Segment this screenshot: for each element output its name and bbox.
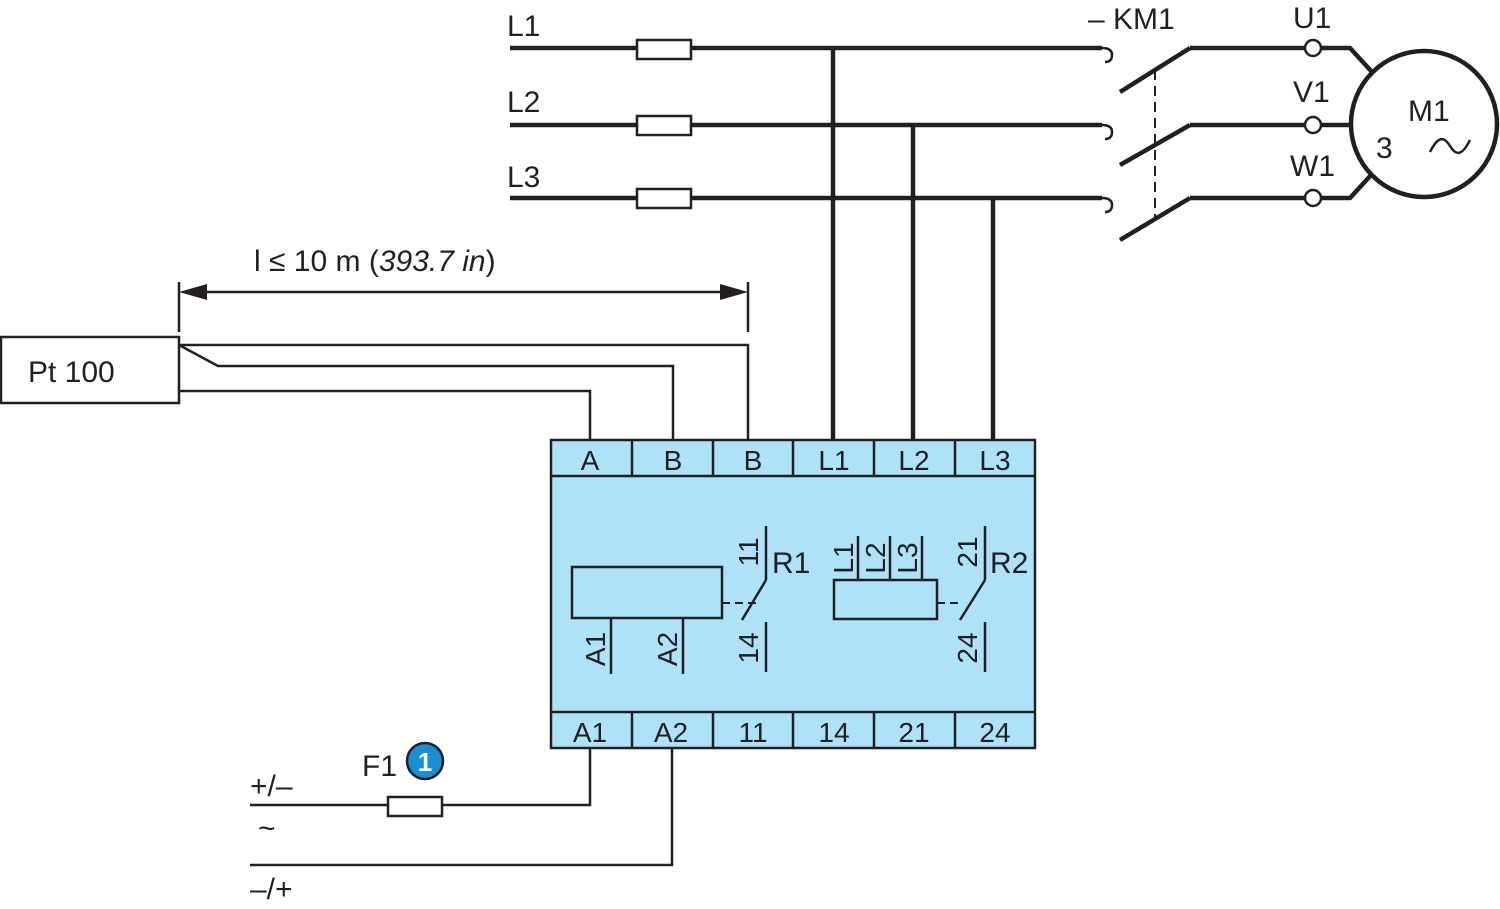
terminal-14: 14	[818, 717, 849, 748]
fuse-f1	[386, 795, 444, 818]
phase-label-l1: L1	[507, 10, 540, 43]
terminal-a: A	[581, 445, 600, 476]
terminal-w1	[1303, 188, 1323, 208]
fuse-l2	[635, 114, 693, 137]
motor-terminal-label-u1: U1	[1293, 2, 1331, 35]
motor-phase-count: 3	[1376, 132, 1393, 165]
supply-lines	[510, 45, 1102, 201]
cable-length-label: l ≤ 10 m (393.7 in)	[254, 245, 496, 278]
relay1-label: R1	[772, 547, 810, 580]
motor-terminal-label-w1: W1	[1290, 150, 1335, 183]
r2-input-l3: L3	[892, 542, 923, 573]
relay2-label: R2	[990, 547, 1028, 580]
relay2-coil	[832, 536, 939, 621]
motor-terminals	[1303, 38, 1374, 208]
ac-symbol: ~	[258, 812, 276, 845]
r1-contact-14: 14	[733, 632, 764, 663]
contactor-km1	[1101, 45, 1304, 242]
ac-wave-icon	[1428, 138, 1472, 154]
phase-label-l2: L2	[507, 86, 540, 119]
terminal-l1: L1	[818, 445, 849, 476]
pt100-label: Pt 100	[28, 356, 115, 389]
r2-contact-24: 24	[952, 632, 983, 663]
phase-taps	[830, 48, 996, 440]
fuse-l1	[635, 38, 693, 61]
fuse-f1-label: F1	[362, 750, 397, 783]
r2-contact-21: 21	[952, 536, 983, 567]
terminal-24: 24	[979, 717, 1010, 748]
polarity-top: +/–	[250, 770, 293, 803]
control-supply-wiring	[250, 748, 674, 867]
terminal-b2: B	[744, 445, 763, 476]
motor-label: M1	[1408, 95, 1450, 128]
relay1-contact	[722, 526, 768, 672]
motor-m1	[1348, 48, 1500, 200]
terminal-u1	[1303, 38, 1323, 58]
terminal-b1: B	[664, 445, 683, 476]
length-dimension	[177, 282, 750, 332]
motor-terminal-label-v1: V1	[1293, 76, 1330, 109]
coil-terminal-a1: A1	[580, 632, 611, 666]
polarity-bottom: –/+	[250, 873, 293, 906]
terminal-21: 21	[898, 717, 929, 748]
terminal-l3: L3	[979, 445, 1010, 476]
contactor-label: – KM1	[1088, 3, 1175, 36]
terminal-a1: A1	[573, 717, 607, 748]
note-marker	[405, 741, 445, 781]
terminal-v1	[1303, 115, 1323, 135]
sensor-leads	[178, 343, 750, 440]
note-marker-number: 1	[418, 747, 432, 777]
fuse-l3	[635, 187, 693, 210]
r2-input-l1: L1	[828, 542, 859, 573]
coil-terminal-a2: A2	[652, 632, 683, 666]
terminal-l2: L2	[898, 445, 929, 476]
terminal-a2: A2	[654, 717, 688, 748]
relay1-coil	[570, 565, 724, 674]
terminal-11: 11	[738, 717, 767, 748]
relay2-contact	[937, 526, 987, 672]
phase-label-l3: L3	[507, 161, 540, 194]
relay-module	[549, 438, 1037, 750]
r1-contact-11: 11	[733, 537, 764, 566]
relay-body	[549, 438, 1037, 750]
r2-input-l2: L2	[860, 542, 891, 573]
line-fuses	[635, 38, 693, 210]
pt100-sensor	[0, 335, 181, 405]
